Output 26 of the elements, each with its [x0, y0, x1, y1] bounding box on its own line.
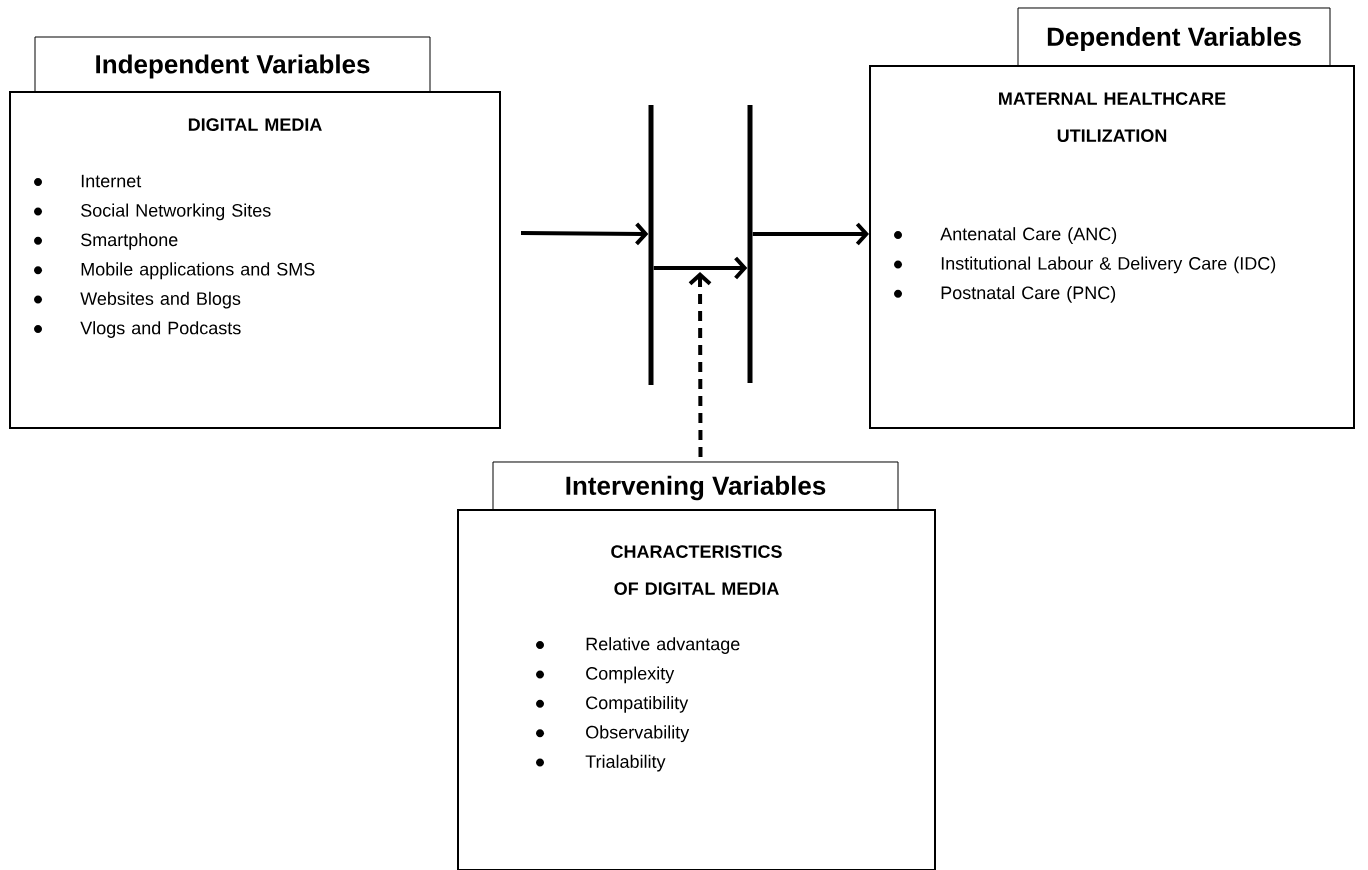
- bullet-item: Institutional Labour & Delivery Care (IDC): [894, 256, 1276, 274]
- bullet-item: Smartphone: [34, 232, 178, 250]
- bullet-item: Postnatal Care (PNC): [894, 285, 1116, 303]
- bullet-item: Compatibility: [536, 695, 689, 713]
- bullet-item: Observability: [536, 725, 690, 743]
- arrow: [688, 272, 712, 457]
- box-title: CHARACTERISTICS OF DIGITAL MEDIA: [611, 545, 782, 595]
- vertical-bar: [648, 105, 654, 385]
- vertical-bar: [747, 105, 753, 383]
- bullet-item: Social Networking Sites: [34, 203, 271, 221]
- bullet-item: Websites and Blogs: [34, 291, 241, 309]
- bullet-item: Internet: [34, 174, 142, 188]
- arrow: [521, 222, 649, 246]
- box-title: MATERNAL HEALTHCARE UTILIZATION: [999, 92, 1226, 142]
- arrow: [752, 222, 869, 246]
- bullet-item: Mobile applications and SMS: [34, 262, 315, 280]
- heading-tab: Dependent Variables: [1017, 7, 1331, 67]
- bullet-item: Vlogs and Podcasts: [34, 321, 241, 338]
- bullet-item: Complexity: [536, 666, 675, 684]
- heading-tab: Independent Variables: [34, 36, 431, 93]
- bullet-item: Relative advantage: [536, 637, 740, 654]
- arrow: [653, 256, 748, 280]
- box-title: DIGITAL MEDIA: [188, 118, 322, 131]
- heading-tab: Intervening Variables: [492, 461, 899, 511]
- bullet-item: Antenatal Care (ANC): [894, 227, 1117, 244]
- bullet-item: Trialability: [536, 754, 666, 772]
